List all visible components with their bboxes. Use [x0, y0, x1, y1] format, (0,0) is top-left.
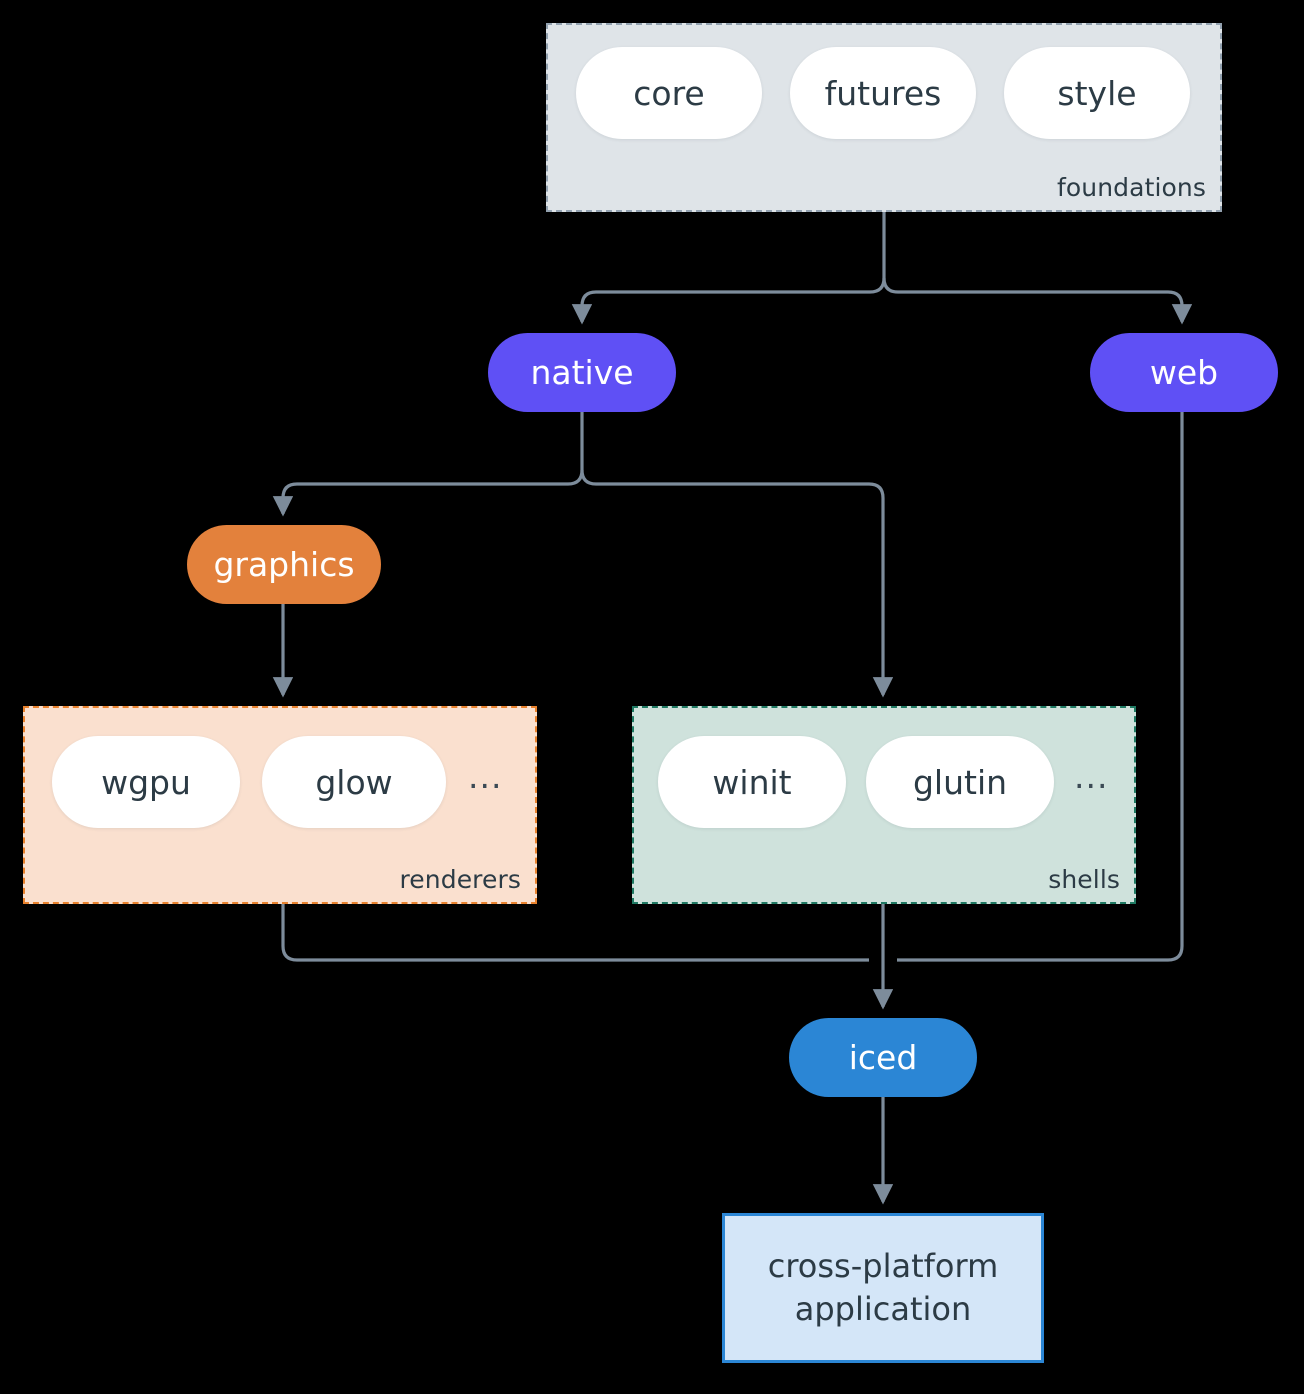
application-line-2: application — [794, 1290, 972, 1328]
node-glow[interactable]: glow — [262, 736, 446, 828]
node-web[interactable]: web — [1090, 333, 1278, 412]
cluster-renderers: wgpu glow ... renderers — [23, 706, 537, 904]
edge-foundations-web — [882, 277, 1193, 325]
cluster-shells: winit glutin ... shells — [632, 706, 1136, 904]
node-wgpu[interactable]: wgpu — [52, 736, 240, 828]
node-glutin[interactable]: glutin — [866, 736, 1054, 828]
node-winit[interactable]: winit — [658, 736, 846, 828]
edge-renderers-iced — [281, 904, 869, 962]
edge-native-graphics — [272, 469, 584, 517]
shells-items: winit glutin ... — [658, 736, 1108, 828]
cluster-label-renderers: renderers — [399, 865, 521, 894]
node-core[interactable]: core — [576, 47, 762, 139]
shells-ellipsis: ... — [1074, 756, 1109, 796]
application-line-1: cross-platform — [767, 1247, 999, 1286]
edge-native-shells — [580, 469, 894, 698]
renderers-ellipsis: ... — [468, 756, 503, 796]
cluster-label-shells: shells — [1048, 865, 1120, 894]
cluster-foundations: core futures style foundations — [546, 23, 1222, 212]
node-iced[interactable]: iced — [789, 1018, 977, 1097]
node-native[interactable]: native — [488, 333, 676, 412]
edge-foundations-native — [571, 277, 886, 325]
node-cross-platform-application[interactable]: cross-platform application — [722, 1213, 1044, 1363]
node-futures[interactable]: futures — [790, 47, 976, 139]
foundations-items: core futures style — [576, 47, 1190, 139]
node-graphics[interactable]: graphics — [187, 525, 381, 604]
node-style[interactable]: style — [1004, 47, 1190, 139]
cluster-label-foundations: foundations — [1057, 173, 1206, 202]
renderers-items: wgpu glow ... — [52, 736, 502, 828]
